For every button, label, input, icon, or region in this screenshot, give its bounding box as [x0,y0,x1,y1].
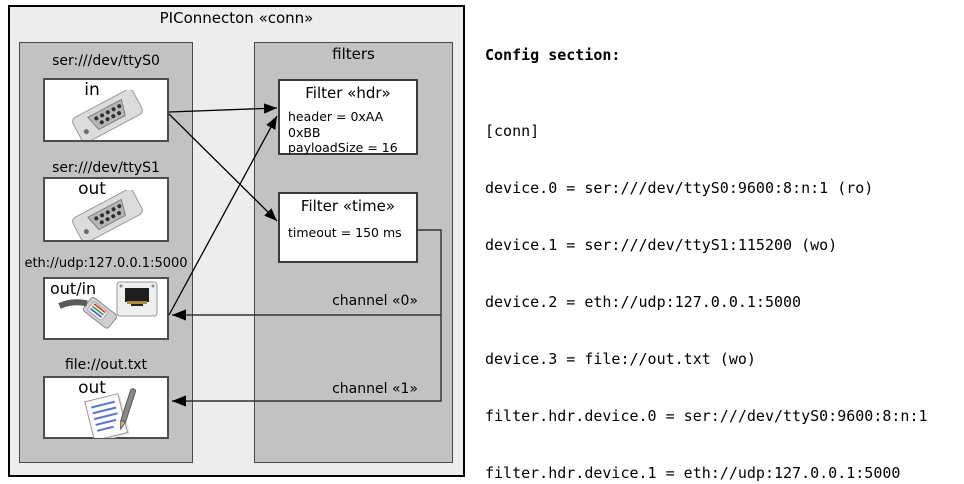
serial-connector-icon [72,190,143,240]
port-label: out [78,179,106,199]
device-box-file: out [43,376,169,439]
device-box-ttys0: in [43,78,169,142]
config-line: filter.hdr.device.0 = ser:///dev/ttyS0:9… [485,407,928,425]
channel-1-label: channel «1» [332,381,418,397]
device-box-ttys1: out [43,177,169,242]
port-label: in [84,80,100,100]
filter-title: Filter «hdr» [305,84,391,102]
config-line: filter.hdr.device.1 = eth://udp:127.0.0.… [485,464,901,482]
config-line: device.0 = ser:///dev/ttyS0:9600:8:n:1 (… [485,179,874,197]
config-line: device.2 = eth://udp:127.0.0.1:5000 [485,293,802,311]
filter-title: Filter «time» [300,197,396,215]
filters-panel-title: filters [332,45,375,63]
port-label: out/in [50,279,97,298]
filter-attribute: payloadSize = 16 [288,140,398,155]
config-section: Config section: [conn] device.0 = ser://… [485,8,937,484]
filter-attribute: header = 0xAA 0xBB [288,109,384,140]
port-label: out [78,378,106,398]
device-label-ttys1: ser:///dev/ttyS1 [52,160,160,176]
channel-0-label: channel «0» [332,293,418,309]
config-line: [conn] [485,122,540,140]
device-label-file: file://out.txt [64,357,148,373]
config-heading: Config section: [485,46,621,64]
ethernet-connector-icon [58,281,158,329]
config-line: device.3 = file://out.txt (wo) [485,350,756,368]
filter-box-hdr: Filter «hdr» header = 0xAA 0xBB payloadS… [278,79,418,155]
device-label-ttys0: ser:///dev/ttyS0 [52,53,160,69]
diagram-title: PIConnecton «conn» [159,9,314,27]
config-line: device.1 = ser:///dev/ttyS1:115200 (wo) [485,236,838,254]
serial-connector-icon [72,90,143,140]
device-box-eth: out/in [43,277,169,340]
filter-box-time: Filter «time» timeout = 150 ms [278,192,418,263]
notepad-icon [84,388,136,438]
device-label-eth: eth://udp:127.0.0.1:5000 [24,256,188,271]
filter-attribute: timeout = 150 ms [288,225,402,240]
